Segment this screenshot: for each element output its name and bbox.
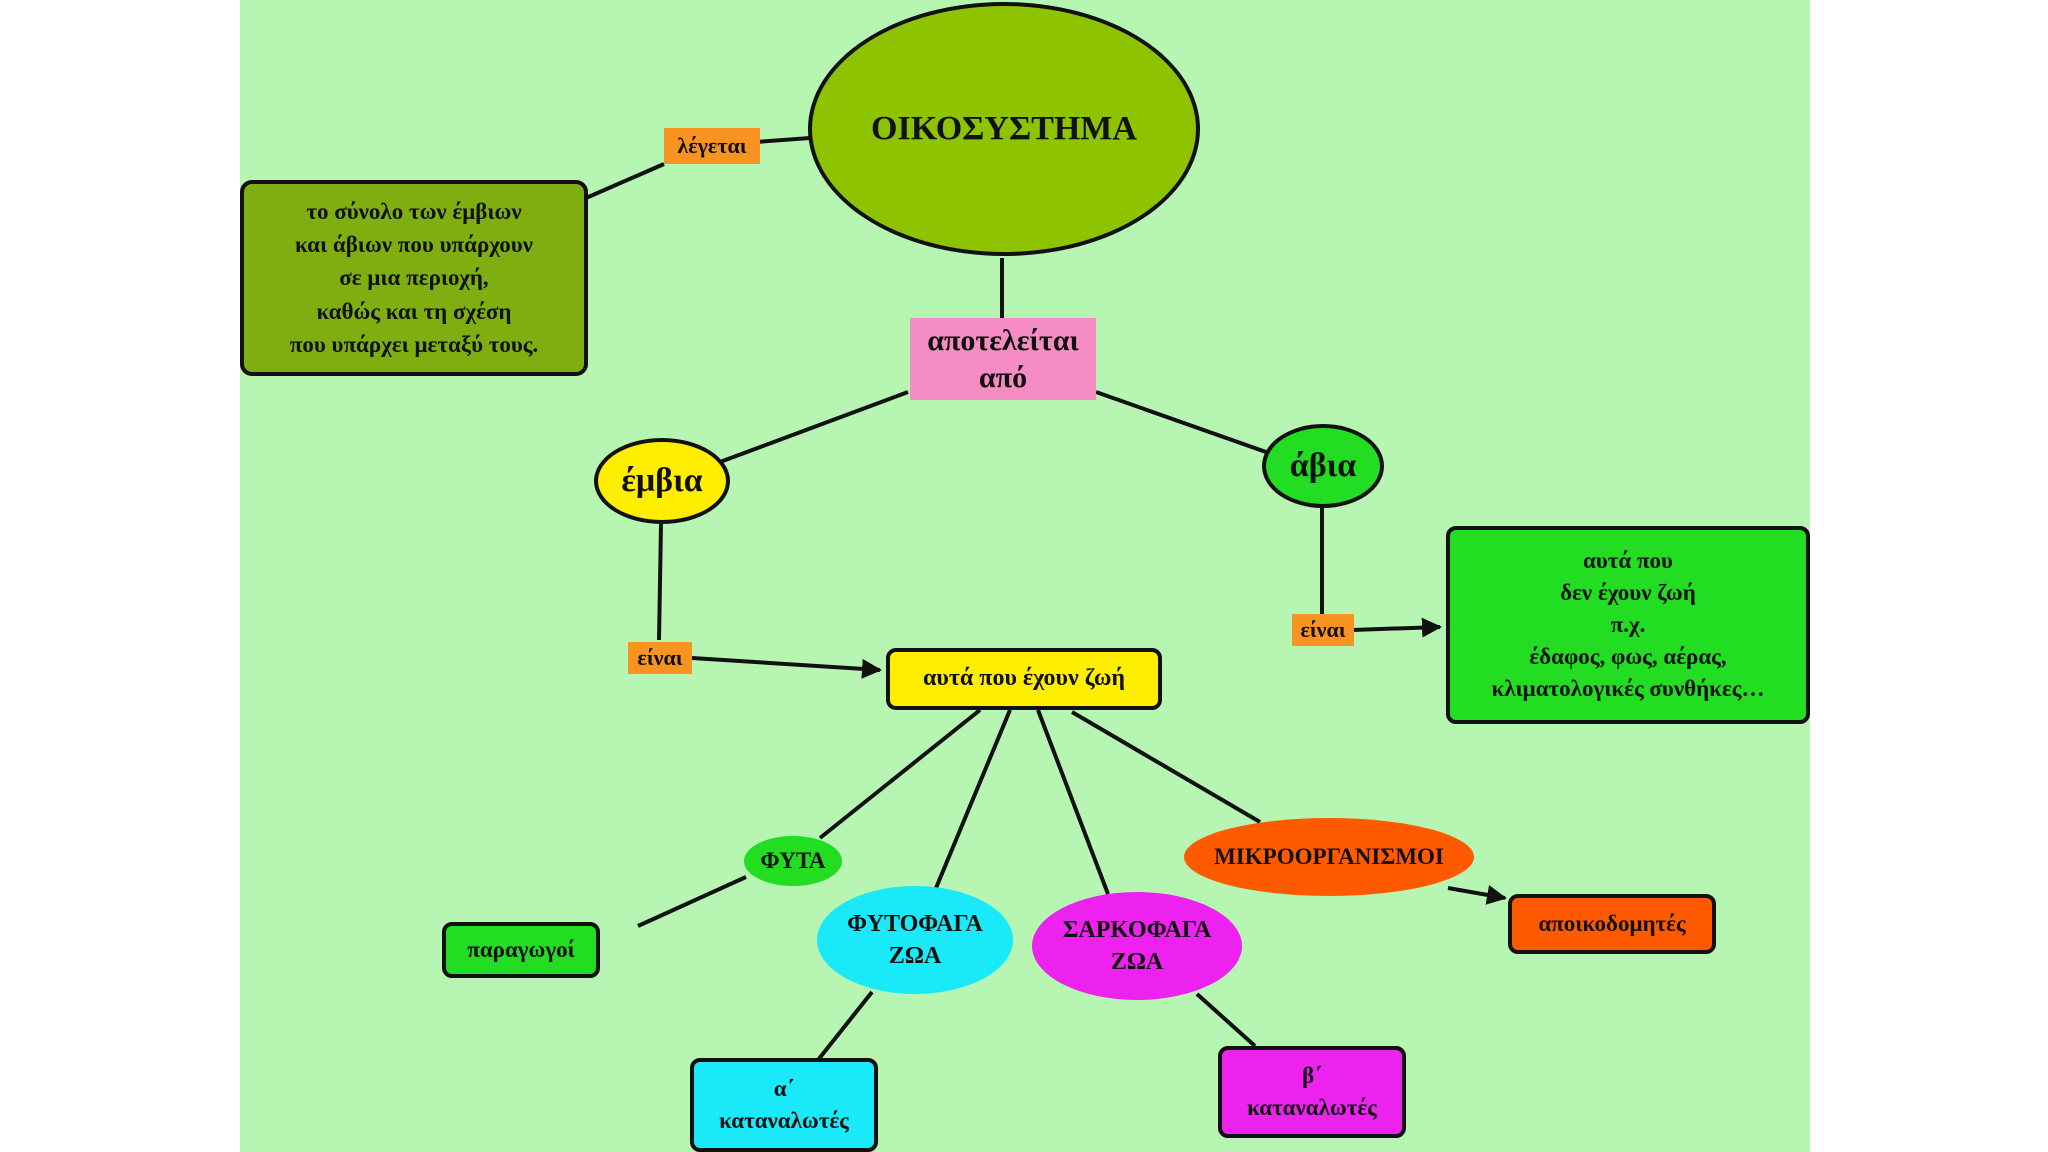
box-paragogoi: παραγωγοί	[442, 922, 600, 978]
definition-box: το σύνολο των έμβιων και άβιων που υπάρχ…	[240, 180, 588, 376]
label-apoteleitai-apo: αποτελείται από	[910, 318, 1096, 400]
link-apoteleitai-avia	[1095, 390, 1267, 454]
label-einai-left: είναι	[628, 642, 692, 674]
box-b-katanalotes: β΄ καταναλωτές	[1218, 1046, 1406, 1138]
link-living-mikroorganismoi	[1070, 710, 1262, 824]
link-legetai-root	[755, 136, 811, 144]
link-mikroorganismoi-apoikodomites	[1447, 885, 1507, 905]
link-einai-nonliving	[1351, 617, 1442, 638]
connector-lines	[585, 136, 1507, 1062]
node-mikroorganismoi: ΜΙΚΡΟΟΡΓΑΝΙΣΜΟΙ	[1184, 818, 1474, 896]
concept-map-slide: ΟΙΚΟΣΥΣΤΗΜΑ λέγεται το σύνολο των έμβιων…	[240, 0, 1810, 1152]
node-fyta: ΦΥΤΑ	[744, 836, 842, 886]
node-emvia: έμβια	[594, 438, 730, 524]
link-apoteleitai-emvia	[719, 390, 909, 464]
link-fytofaga-a	[816, 990, 874, 1062]
box-non-living-things: αυτά που δεν έχουν ζωή π.χ. έδαφος, φως,…	[1446, 526, 1810, 724]
box-living-things: αυτά που έχουν ζωή	[886, 648, 1162, 710]
link-emvia-einai	[657, 523, 663, 641]
node-sarkofaga-zoa: ΣΑΡΚΟΦΑΓΑ ΖΩΑ	[1032, 892, 1242, 1000]
root-node-oikosystima: ΟΙΚΟΣΥΣΤΗΜΑ	[808, 2, 1200, 256]
link-definition-legetai	[585, 162, 665, 200]
node-fytofaga-zoa: ΦΥΤΟΦΑΓΑ ΖΩΑ	[817, 886, 1013, 994]
box-a-katanalotes: α΄ καταναλωτές	[690, 1058, 878, 1152]
link-living-sarkofaga	[1036, 709, 1110, 895]
link-living-fyta	[818, 708, 982, 840]
link-einai-living	[691, 656, 882, 679]
link-living-fytofaga	[934, 709, 1012, 889]
label-legetai: λέγεται	[664, 128, 760, 164]
box-apoikodomites: αποικοδομητές	[1508, 894, 1716, 954]
link-fyta-paragogoi	[637, 875, 747, 928]
label-einai-right: είναι	[1292, 614, 1354, 646]
link-sarkofaga-b	[1195, 992, 1257, 1048]
node-avia: άβια	[1262, 424, 1384, 508]
